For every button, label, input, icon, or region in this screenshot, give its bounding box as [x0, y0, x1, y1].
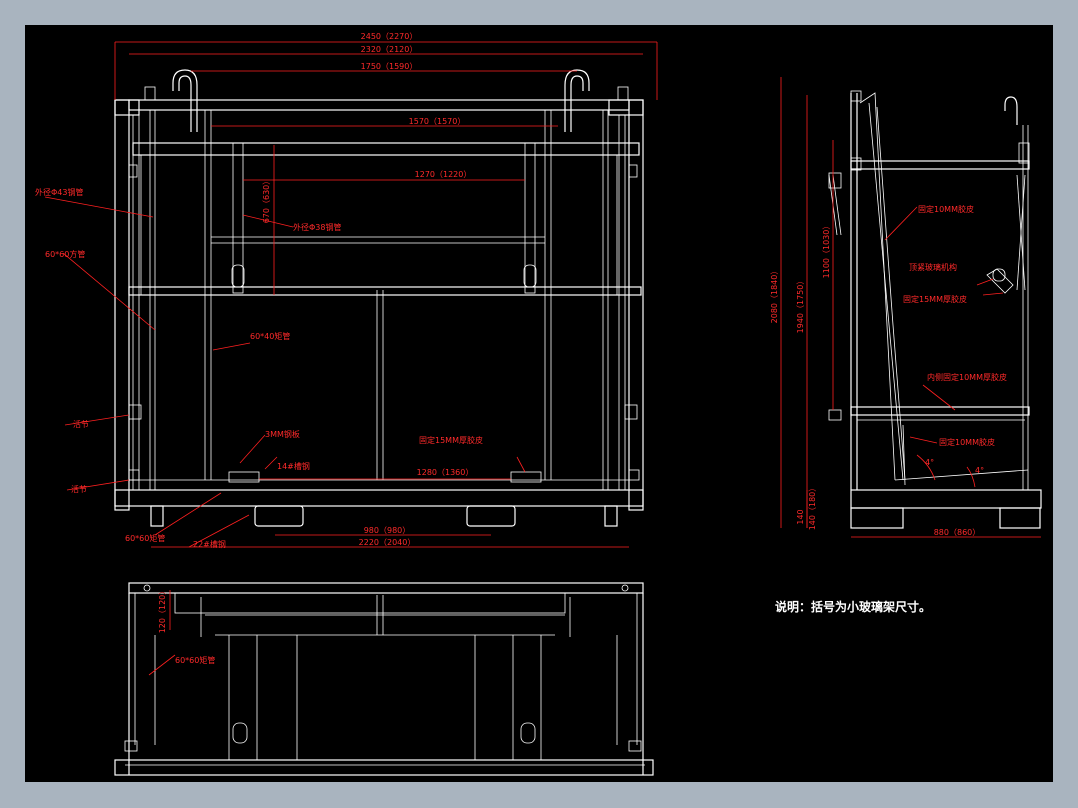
plan-view — [114, 582, 654, 776]
front-dimension-text: 2450（2270） 2320（2120） 1750（1590） 1570（15… — [35, 32, 483, 549]
dim-side-depth: 880（860） — [934, 528, 981, 537]
label-pipe-43: 外径Φ43钢管 — [35, 187, 83, 197]
label-channel-22: 22#槽钢 — [193, 539, 226, 549]
dim-side-140: 140（180） — [808, 484, 817, 531]
label-channel-14: 14#槽钢 — [277, 461, 310, 471]
dim-width-2: 2320（2120） — [361, 45, 418, 54]
dim-base-980: 980（980） — [364, 526, 411, 535]
label-side-rubber-15: 固定15MM厚胶皮 — [903, 294, 967, 304]
cad-drawing: 2450（2270） 2320（2120） 1750（1590） 1570（15… — [35, 32, 1042, 776]
front-dimensions — [44, 41, 658, 548]
drawing-canvas: 2450（2270） 2320（2120） 1750（1590） 1570（15… — [25, 25, 1053, 782]
label-rubber-15: 固定15MM厚胶皮 — [419, 435, 483, 445]
dim-overall-width: 2450（2270） — [361, 32, 418, 41]
label-rect-60-60: 60*60矩管 — [125, 533, 165, 543]
dim-base-2220: 2220（2040） — [359, 538, 416, 547]
dim-mid-width: 1270（1220） — [415, 170, 472, 179]
front-view — [114, 69, 644, 527]
dim-inner-width: 1570（1570） — [409, 117, 466, 126]
label-side-rubber-10-bottom: 固定10MM胶皮 — [939, 437, 995, 447]
drawing-note: 说明：括号为小玻璃架尺寸。 — [775, 599, 931, 614]
side-view — [828, 90, 1042, 529]
dim-plan-120: 120（120） — [158, 587, 167, 634]
dim-side-1940: 1940（1750） — [796, 277, 805, 334]
dim-width-3: 1750（1590） — [361, 62, 418, 71]
label-pipe-38: 外径Φ38钢管 — [293, 222, 341, 232]
plan-dimensions: 120（120） 60*60矩管 — [148, 587, 215, 676]
dim-side-2080: 2080（1840） — [770, 267, 779, 324]
dim-side-1100: 1100（1030） — [822, 222, 831, 279]
label-side-angle-2: 4° — [975, 466, 984, 475]
label-side-rubber-10-inner: 内侧固定10MM厚胶皮 — [927, 372, 1007, 382]
label-hinge-2: 活节 — [71, 484, 87, 494]
label-side-rubber-10-top: 固定10MM胶皮 — [918, 204, 974, 214]
label-plan-rect: 60*60矩管 — [175, 655, 215, 665]
label-rect-60-40: 60*40矩管 — [250, 331, 290, 341]
label-plate-3mm: 3MM钢板 — [265, 429, 300, 439]
side-dimension-text: 2080（1840） 1940（1750） 1100（1030） 140（180… — [770, 204, 1007, 537]
label-side-clamp: 顶紧玻璃机构 — [909, 262, 957, 272]
side-dimensions — [780, 77, 1041, 538]
label-square-60: 60*60方管 — [45, 249, 85, 259]
dim-side-100: 140 — [796, 509, 805, 524]
dim-base-1280: 1280（1360） — [417, 468, 474, 477]
label-side-angle-1: 4° — [925, 458, 934, 467]
dim-height-670: 670（630） — [262, 177, 271, 224]
label-hinge-1: 活节 — [73, 419, 89, 429]
